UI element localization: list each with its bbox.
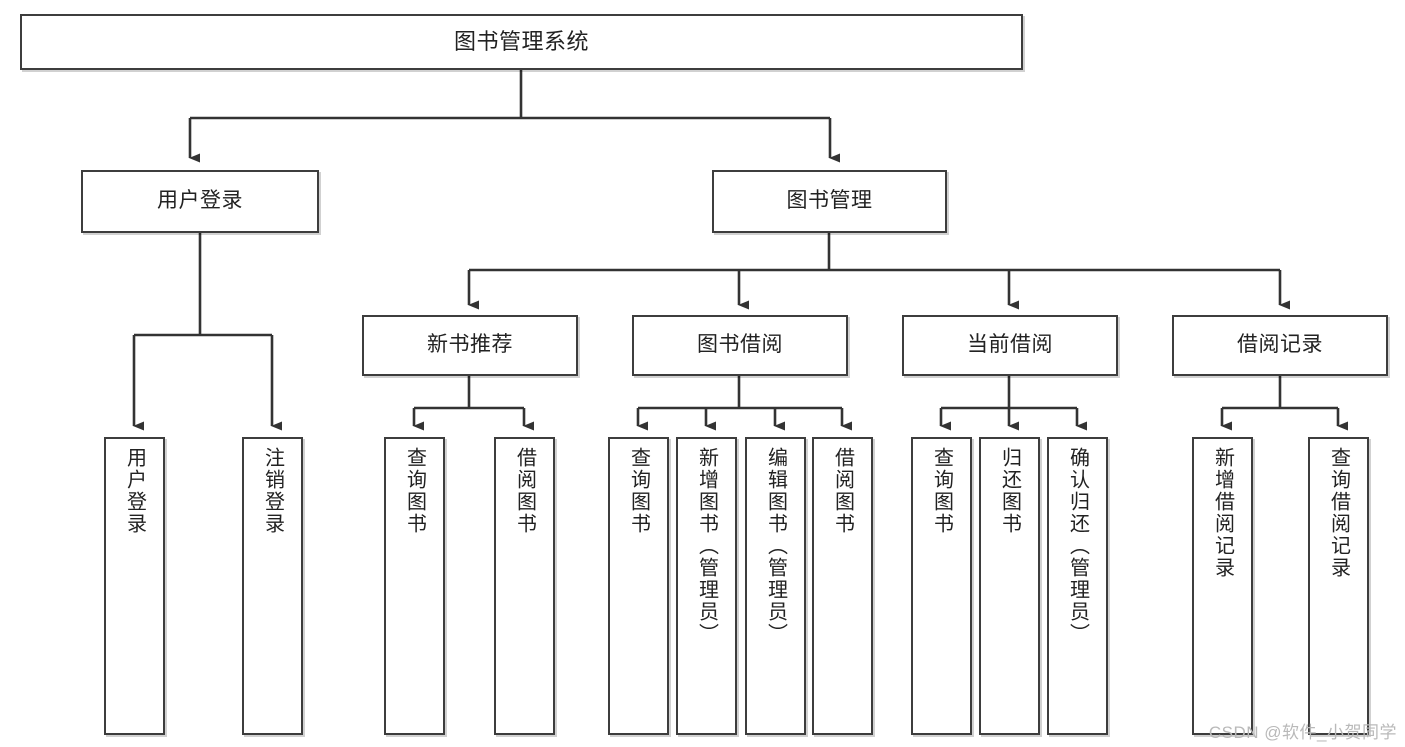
node-current-borrow-label: 当前借阅 — [967, 333, 1053, 357]
leaf-add-book-label: 新增图书（管理员） — [695, 447, 718, 645]
node-book-manage[interactable]: 图书管理 — [712, 170, 947, 233]
node-root-label: 图书管理系统 — [453, 29, 589, 55]
leaf-user-login-label: 用户登录 — [123, 447, 146, 535]
leaf-add-record[interactable]: 新增借阅记录 — [1192, 437, 1253, 735]
leaf-confirm-return[interactable]: 确认归还（管理员） — [1047, 437, 1108, 735]
csdn-watermark: CSDN @软件_小贺同学 — [1208, 723, 1397, 742]
node-book-borrow[interactable]: 图书借阅 — [632, 315, 848, 376]
leaf-edit-book-label: 编辑图书（管理员） — [764, 447, 787, 645]
leaf-return-book[interactable]: 归还图书 — [979, 437, 1040, 735]
node-book-manage-label: 图书管理 — [786, 189, 873, 213]
leaf-query-record-label: 查询借阅记录 — [1327, 447, 1350, 579]
leaf-add-record-label: 新增借阅记录 — [1211, 447, 1234, 579]
leaf-borrow-book-2-label: 借阅图书 — [831, 447, 854, 535]
node-user-login-label: 用户登录 — [157, 189, 243, 213]
leaf-confirm-return-label: 确认归还（管理员） — [1066, 447, 1089, 645]
leaf-query-book-1-label: 查询图书 — [403, 447, 426, 535]
leaf-borrow-book-1[interactable]: 借阅图书 — [494, 437, 555, 735]
leaf-edit-book[interactable]: 编辑图书（管理员） — [745, 437, 806, 735]
leaf-query-book-3[interactable]: 查询图书 — [911, 437, 972, 735]
leaf-query-book-2[interactable]: 查询图书 — [608, 437, 669, 735]
node-new-book-recommend[interactable]: 新书推荐 — [362, 315, 578, 376]
node-book-borrow-label: 图书借阅 — [697, 333, 783, 357]
node-user-login[interactable]: 用户登录 — [81, 170, 319, 233]
leaf-add-book[interactable]: 新增图书（管理员） — [676, 437, 737, 735]
node-borrow-record[interactable]: 借阅记录 — [1172, 315, 1388, 376]
node-borrow-record-label: 借阅记录 — [1237, 333, 1323, 357]
leaf-query-record[interactable]: 查询借阅记录 — [1308, 437, 1369, 735]
leaf-borrow-book-1-label: 借阅图书 — [513, 447, 536, 535]
leaf-logout-login[interactable]: 注销登录 — [242, 437, 303, 735]
leaf-user-login[interactable]: 用户登录 — [104, 437, 165, 735]
leaf-return-book-label: 归还图书 — [998, 447, 1021, 535]
node-root[interactable]: 图书管理系统 — [20, 14, 1023, 70]
leaf-query-book-2-label: 查询图书 — [627, 447, 650, 535]
leaf-borrow-book-2[interactable]: 借阅图书 — [812, 437, 873, 735]
leaf-logout-login-label: 注销登录 — [261, 447, 284, 535]
node-current-borrow[interactable]: 当前借阅 — [902, 315, 1118, 376]
leaf-query-book-3-label: 查询图书 — [930, 447, 953, 535]
leaf-query-book-1[interactable]: 查询图书 — [384, 437, 445, 735]
node-new-book-recommend-label: 新书推荐 — [427, 333, 513, 357]
